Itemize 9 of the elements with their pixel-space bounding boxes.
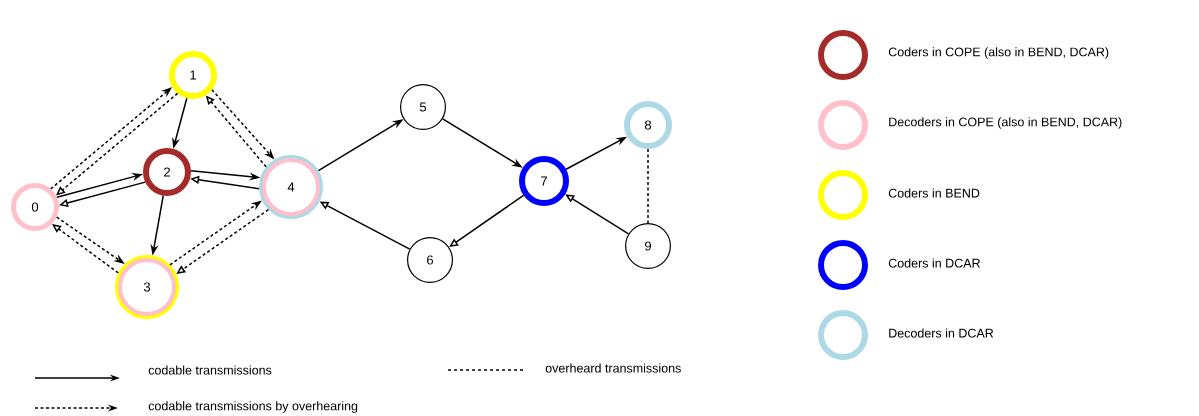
legend-text: Decoders in DCAR	[889, 328, 994, 338]
legend-text: codable transmissions by overhearing	[148, 401, 358, 413]
legend-text: Coders in BEND	[888, 188, 980, 198]
legend-text: Decoders in COPE (also in BEND, DCAR)	[889, 117, 1122, 129]
legend-text: Coders in COPE (also in BEND, DCAR)	[888, 47, 1109, 59]
arrow	[52, 224, 119, 274]
legend-text: overheard transmissions	[545, 363, 681, 373]
legend-text: codable transmissions	[148, 365, 272, 375]
legend-text: Coders in DCAR	[888, 258, 980, 268]
